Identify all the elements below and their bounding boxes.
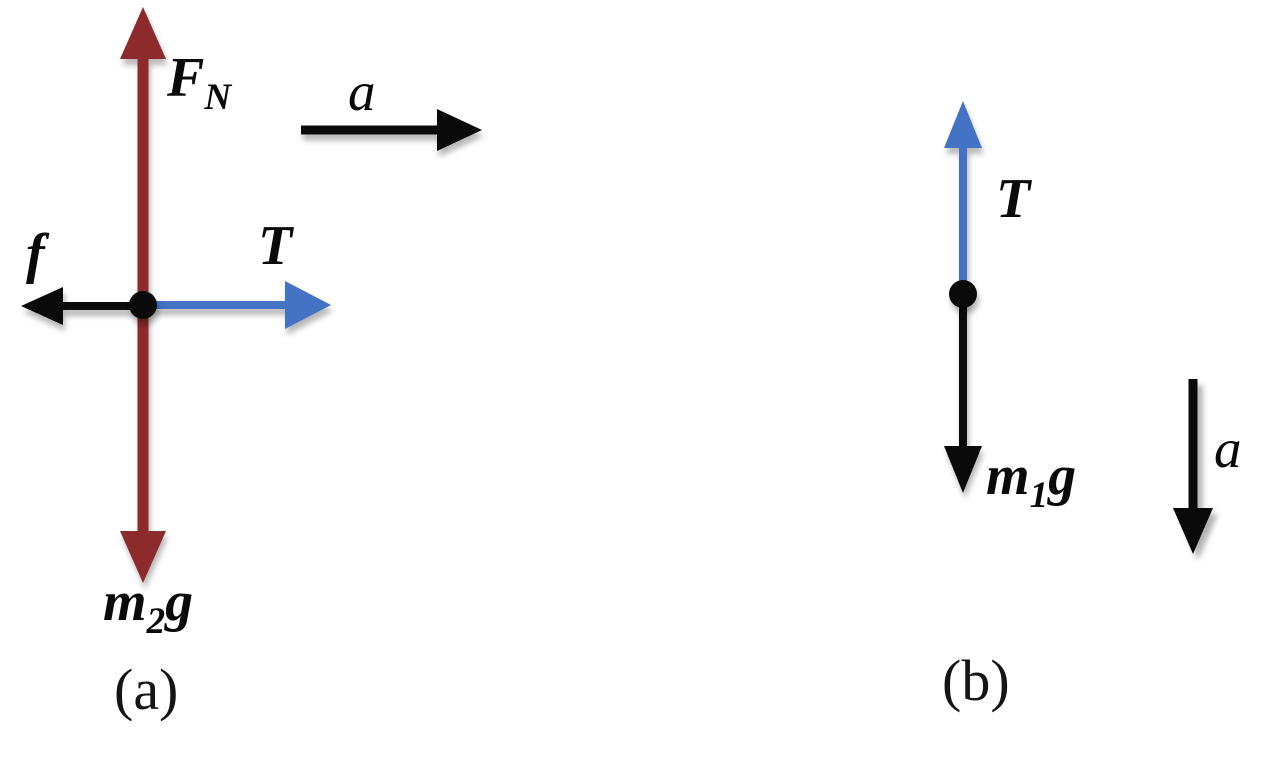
tension-arrow-b <box>944 101 982 288</box>
particle-dot-a <box>129 291 157 319</box>
acceleration-label-b: a <box>1214 418 1242 479</box>
friction-arrowhead-left <box>21 287 63 325</box>
tension-label-a: T <box>258 215 295 277</box>
normal-force-label: FN <box>166 47 232 118</box>
weight-suffix-a: g <box>163 571 193 633</box>
normal-force-subscript: N <box>203 77 232 118</box>
tension-arrowhead-up <box>944 101 982 148</box>
diagram-b: T m1g a (b) <box>942 101 1242 713</box>
weight-arrow-b <box>944 296 982 493</box>
weight-arrowhead-down <box>120 531 166 583</box>
friction-label: f <box>26 223 50 285</box>
weight-label-a: m2g <box>103 571 193 642</box>
acceleration-arrow-a <box>301 109 482 151</box>
weight-subscript-a: 2 <box>146 601 166 642</box>
caption-a: (a) <box>114 657 178 722</box>
weight-symbol-a: m <box>103 571 147 633</box>
diagram-a: FN a f T m2g (a) <box>21 7 482 722</box>
weight-arrowhead-b <box>944 446 982 493</box>
caption-b: (b) <box>942 648 1010 713</box>
tension-arrow-a <box>146 281 331 329</box>
acceleration-arrow-b <box>1173 379 1213 554</box>
normal-force-symbol: F <box>166 47 204 109</box>
weight-symbol-b: m <box>986 445 1030 507</box>
weight-subscript-b: 1 <box>1030 475 1049 516</box>
acceleration-arrowhead-b <box>1173 508 1213 554</box>
acceleration-label-a: a <box>348 61 376 122</box>
tension-label-b: T <box>996 168 1033 230</box>
normal-force-arrowhead-up <box>120 7 166 59</box>
weight-label-b: m1g <box>986 445 1076 516</box>
tension-arrowhead-right <box>285 281 331 329</box>
acceleration-arrowhead-a <box>437 109 482 151</box>
particle-dot-b <box>949 280 977 308</box>
friction-arrow <box>21 287 140 325</box>
weight-suffix-b: g <box>1046 445 1076 507</box>
